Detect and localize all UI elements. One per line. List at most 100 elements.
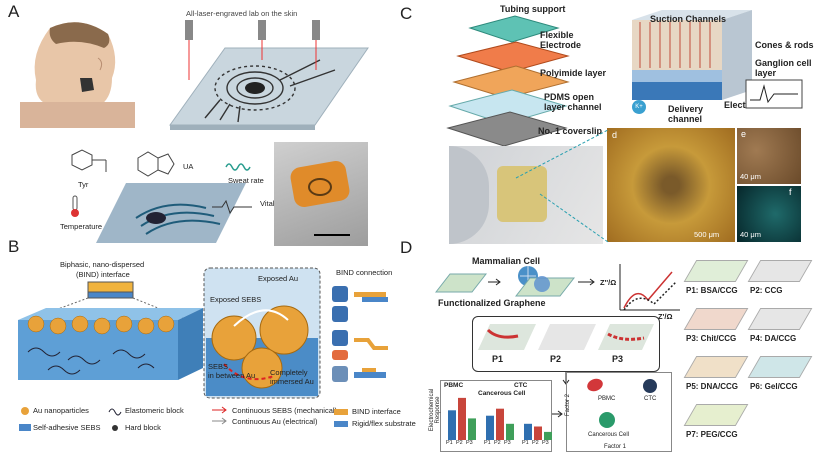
functionalized-graphene-label: Functionalized Graphene [438,298,546,308]
legend-hard-label: Hard block [125,423,161,432]
delivery-channel-label-2: channel [668,114,703,124]
bar-chart-frame [440,380,552,452]
bar-2-0 [524,423,532,440]
bar-1-0 [486,415,494,440]
laser-lab-board [169,20,369,130]
bar-tick-label: P1 [484,440,491,446]
probe-sheet-icon [747,308,813,330]
bar-tick-label: P3 [466,440,473,446]
legend-rigid-icon [334,421,348,427]
legend-elastomer-label: Elastomeric block [125,406,184,415]
arrow-right-1 [488,278,501,286]
sweat-rate-label: Sweat rate [228,176,264,185]
mammalian-cell-label: Mammalian Cell [472,256,541,266]
panel-label-c: C [400,4,413,23]
probe-label: P1: BSA/CCG [686,286,738,295]
panel-label-a: A [8,2,20,21]
bar-chart-ylabel: Electrochemical Response [429,388,441,432]
layer-stack-diagram [446,15,570,147]
retina-device-diagram [632,10,752,100]
completely-immersed-label-2: immersed Au [270,377,314,386]
cancer-cluster [599,412,615,428]
panel-a-title: All-laser-engraved lab on the skin [186,9,298,18]
bind-zoom-inset [203,267,321,399]
probe-label: P2: CCG [750,286,783,295]
graphene-sheet-left [434,273,488,293]
bind-connection-title: BIND connection [336,268,393,277]
cones-rods-label: Cones & rods [755,40,814,50]
bar-0-0 [448,410,456,440]
pbmc-cluster [587,378,603,392]
legend-hard-icon [112,425,118,431]
bar-1-2 [506,423,514,440]
tubing-support-label: Tubing support [500,4,566,14]
bar-tick-label: P3 [542,440,549,446]
thermometer-icon [71,195,79,217]
ganglion-label-2: layer [755,68,777,78]
legend-rigid-label: Rigid/flex substrate [352,419,416,428]
nyquist-y-label: Z''/Ω [600,278,617,287]
nyquist-plot [619,264,680,311]
bar-group-label: CTC [514,382,528,389]
factor2-axis-label: Factor 2 [565,394,571,417]
probe-p1-label: P1 [492,354,504,364]
exposed-au-label: Exposed Au [258,274,299,283]
bar-group-label: Cancerous Cell [478,390,526,397]
sebs-between-label-1: SEBS [208,362,229,371]
probe-sheet-icon [683,308,749,330]
arrow-right-3 [552,410,563,418]
uric-acid-structure-icon [137,151,175,177]
delivery-channel-label-1: Delivery [668,104,704,114]
bar-1-1 [496,408,504,440]
ctc-cluster [643,379,657,393]
legend-elastomer-icon [108,408,122,416]
factor-plot-frame [566,372,672,452]
legend-au-arrow-icon [212,417,227,425]
panel-label-d: D [400,238,413,257]
legend-sebs-arrow-icon [212,406,227,414]
cell-image-f [737,186,801,242]
device-photo [274,142,368,246]
probe-p3-label: P3 [612,354,624,364]
panel-label-b: B [8,237,20,256]
legend-au-icon [21,407,29,415]
ctc-cluster-label: CTC [644,396,657,402]
inset-e-label: e [741,129,747,139]
temperature-label: Temperature [60,222,103,231]
scale-d-label: 500 μm [694,230,720,239]
legend-cont-sebs-label: Continuous SEBS (mechanical) [232,406,338,415]
potassium-ion: K+ [632,100,646,114]
electrode-array-image [607,128,735,242]
completely-immersed-label-1: Completely [270,368,308,377]
bar-chart [448,397,552,440]
probe-sheet-icon [747,260,813,282]
graphene-sheet-cell [514,276,576,297]
flexible-electrode-label-1: Flexible [540,30,574,40]
bar-tick-label: P2 [494,440,501,446]
scale-e-label: 40 μm [740,172,761,181]
bind-interface-title-2: (BIND) interface [76,270,130,279]
bind-interface-title-1: Biphasic, nano-dispersed [60,260,145,269]
bar-tick-label: P1 [446,440,453,446]
sebs-between-label-2: in between Au [208,371,256,380]
probe-sheet-icon [747,356,813,378]
probe-sheet-icon [683,260,749,282]
sweat-rate-icon [225,163,251,171]
legend-bind-icon [334,409,348,415]
probe-label: P6: Gel/CCG [750,382,798,391]
bar-2-2 [544,431,552,440]
head-illustration [20,22,135,128]
bar-tick-label: P1 [522,440,529,446]
cell-image-e [737,128,801,184]
legend-bind-label: BIND interface [352,407,401,416]
scale-f-label: 40 μm [740,230,761,239]
bar-group-label: PBMC [444,382,464,389]
pdms-label-2: layer channel [544,102,602,112]
bar-tick-label: P2 [456,440,463,446]
probe-sheet-icon [683,356,749,378]
probe-label: P4: DA/CCG [750,334,797,343]
polyimide-label: Polyimide layer [540,68,607,78]
bind-interface-block [18,281,203,380]
